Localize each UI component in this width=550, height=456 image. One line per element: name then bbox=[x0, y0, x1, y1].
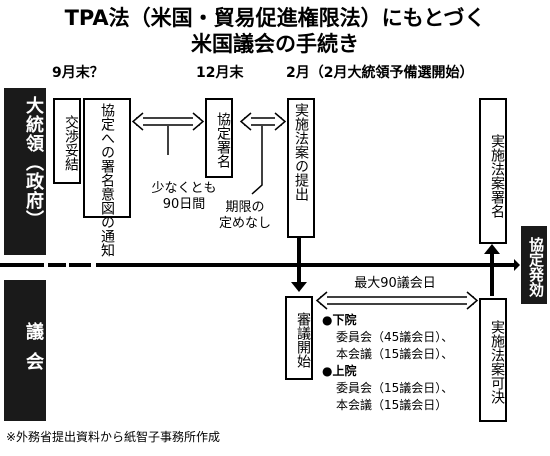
step-signing: 協定署名 bbox=[205, 98, 233, 178]
upper-committee: 委員会（15議会日）、 bbox=[336, 381, 454, 395]
no-deadline-label-line-2: 定めなし bbox=[218, 216, 271, 231]
signing-up-head bbox=[484, 244, 500, 254]
no-deadline-arrow bbox=[239, 112, 287, 131]
timeline-arrowhead bbox=[514, 259, 520, 271]
step-deliberation: 審議開始 bbox=[285, 296, 313, 380]
interval-label: 少なくとも 90日間 bbox=[144, 181, 224, 213]
submit-down-head bbox=[291, 282, 307, 292]
congress-detail: ●下院 委員会（45議会日）、 本会議（15議会日）、 ●上院 委員会（15議会… bbox=[322, 312, 542, 414]
lane-president-label: 大統領（政府） bbox=[23, 96, 44, 229]
timeline-bar bbox=[96, 263, 514, 267]
header-sept: 9月末？ bbox=[52, 65, 104, 81]
title-line-2: 米国議会の手続き bbox=[191, 32, 359, 56]
interval-label-line-1: 少なくとも bbox=[151, 181, 217, 196]
upper-plenary: 本会議（15議会日） bbox=[336, 398, 448, 412]
timeline-dash bbox=[69, 263, 91, 267]
step-bill-submit-text: 実施法案の提出 bbox=[293, 103, 309, 201]
timeline-axis bbox=[0, 259, 520, 271]
no-deadline-label-line-1: 期限の bbox=[225, 200, 265, 215]
header-dec: 12月末 bbox=[196, 65, 244, 81]
lane-congress: 議会 bbox=[4, 280, 46, 421]
step-notice: 協定への署名意図の通知 bbox=[83, 98, 131, 257]
step-approval: 実施法案可決 bbox=[479, 298, 507, 422]
no-deadline-connector bbox=[251, 126, 263, 195]
step-bill-signing: 実施法案署名 bbox=[479, 98, 507, 244]
timeline-dash bbox=[0, 263, 44, 267]
lower-committee: 委員会（45議会日）、 bbox=[336, 330, 454, 344]
interval-arrow bbox=[131, 112, 205, 131]
source-note: ※外務省提出資料から紙智子事務所作成 bbox=[6, 430, 221, 444]
lane-president: 大統領（政府） bbox=[4, 88, 46, 255]
step-negotiation: 交渉妥結 bbox=[53, 98, 81, 184]
lower-plenary: 本会議（15議会日）、 bbox=[336, 347, 454, 361]
max-days-label: 最大90議会日 bbox=[354, 276, 436, 291]
lower-house-heading: ●下院 bbox=[322, 313, 357, 327]
effect-label: 協定発効 bbox=[521, 226, 547, 304]
header-feb: 2月（2月大統領予備選開始） bbox=[286, 65, 474, 81]
title-line-1: TPA法（米国・貿易促進権限法）にもとづく bbox=[64, 6, 486, 30]
interval-label-line-2: 90日間 bbox=[162, 197, 206, 212]
lane-congress-label: 議会 bbox=[23, 322, 44, 382]
upper-house-heading: ●上院 bbox=[322, 364, 357, 378]
step-notice-text: 協定への署名意図の通知 bbox=[99, 103, 115, 257]
step-bill-submit: 実施法案の提出 bbox=[287, 98, 315, 238]
timeline-dash bbox=[48, 263, 66, 267]
max-days-arrow bbox=[315, 291, 479, 310]
no-deadline-label: 期限の 定めなし bbox=[210, 200, 280, 232]
